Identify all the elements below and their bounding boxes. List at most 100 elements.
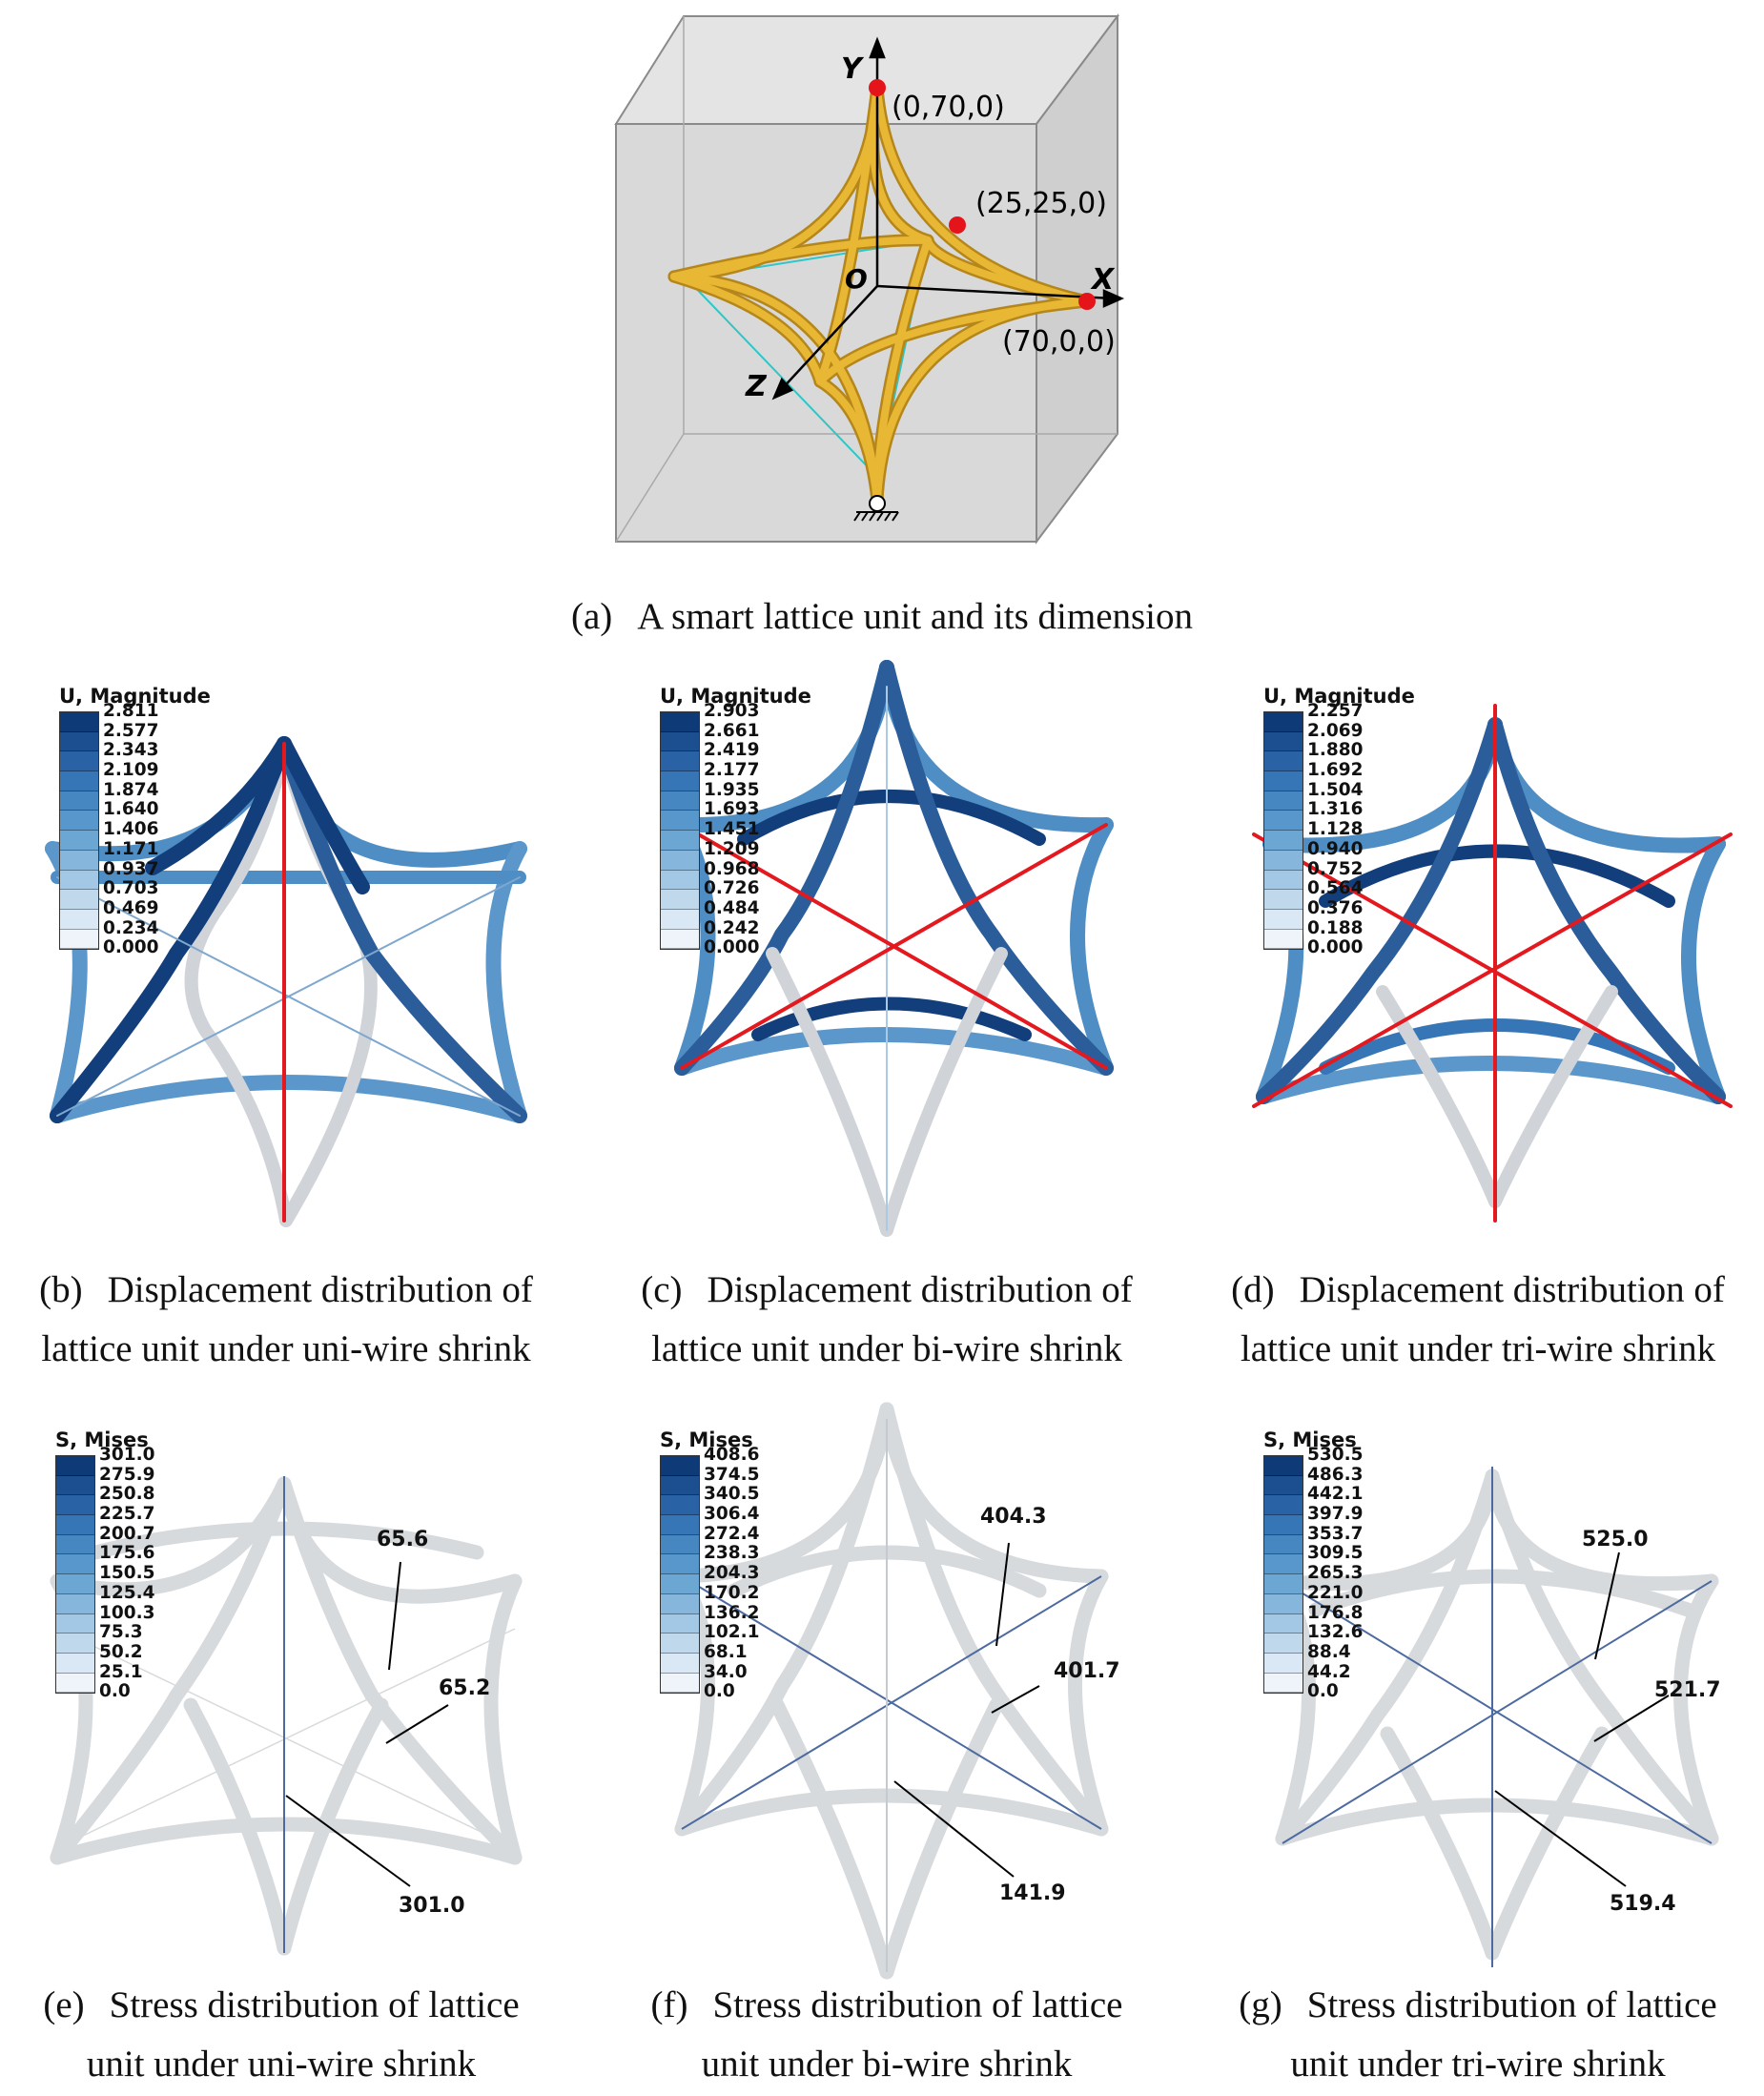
lattice-stress-e [50,1476,523,1956]
callout-401-7: 401.7 [1054,1659,1120,1683]
legend-value: 221.0 [1307,1582,1364,1603]
legend-value: 309.5 [1307,1543,1364,1564]
legend-value: 238.3 [704,1543,760,1564]
caption-b-line1: Displacement distribution of [107,1269,533,1310]
legend-value: 2.177 [704,760,760,781]
legend-value: 265.3 [1307,1563,1364,1584]
legend-value: 0.000 [1307,937,1364,958]
legend-value: 0.469 [103,897,159,918]
legend-value: 408.6 [704,1445,760,1465]
legend-value: 100.3 [99,1602,155,1623]
callout-521-7: 521.7 [1654,1678,1721,1702]
callout-525-0: 525.0 [1582,1528,1649,1551]
caption-b-line2: lattice unit under uni-wire shrink [41,1328,531,1369]
legend-value: 530.5 [1307,1445,1364,1465]
legend-value: 340.5 [704,1484,760,1505]
legend-value: 34.0 [704,1661,748,1682]
color-scale [55,1455,95,1695]
legend-value: 2.577 [103,720,159,741]
legend-value: 175.6 [99,1543,155,1564]
legend-value: 204.3 [704,1563,760,1584]
axis-label-y: Y [841,52,865,86]
legend-value: 25.1 [99,1661,143,1682]
legend-value: 353.7 [1307,1523,1364,1544]
legend-value: 150.5 [99,1563,155,1584]
legend-value: 1.504 [1307,779,1364,800]
panel-a: Y X Z O (0,70,0) (25,25,0) (70,0,0) (a)A… [0,0,1764,648]
legend-value: 2.661 [704,720,760,741]
caption-c-line2: lattice unit under bi-wire shrink [651,1328,1122,1369]
legend-value: 88.4 [1307,1641,1351,1662]
caption-e-line1: Stress distribution of lattice [109,1984,520,2025]
caption-a: (a)A smart lattice unit and its dimensio… [0,587,1764,647]
origin-label: O [845,263,868,295]
lattice-displacement-b [45,736,527,1227]
legend-value: 275.9 [99,1464,155,1485]
legend-value: 374.5 [704,1464,760,1485]
legend-value: 2.109 [103,760,159,781]
callout-404-3: 404.3 [980,1505,1047,1529]
caption-f: (f)Stress distribution of lattice unit u… [591,1976,1182,2094]
legend-title: S, Mises [1263,1428,1357,1451]
callout-519-4: 519.4 [1610,1892,1676,1916]
caption-g-line1: Stress distribution of lattice [1306,1984,1717,2025]
legend-value: 102.1 [704,1622,760,1643]
legend-value: 136.2 [704,1602,760,1623]
legend-value: 75.3 [99,1622,143,1643]
callout-141-9: 141.9 [999,1881,1066,1905]
legend-title: S, Mises [55,1428,149,1451]
point-25-25-0-marker [949,216,966,234]
legend-value: 2.343 [103,740,159,761]
legend-value: 2.069 [1307,720,1364,741]
caption-g-label: (g) [1239,1984,1282,2025]
legend-title: S, Mises [660,1428,753,1451]
legend-value: 0.564 [1307,878,1364,899]
caption-d-line1: Displacement distribution of [1299,1269,1725,1310]
legend-value: 0.726 [704,878,760,899]
caption-a-text: A smart lattice unit and its dimension [637,596,1194,637]
callout-65-6: 65.6 [377,1528,429,1551]
caption-e: (e)Stress distribution of lattice unit u… [0,1976,563,2094]
caption-c: (c)Displacement distribution of lattice … [591,1261,1182,1379]
legend-value: 397.9 [1307,1504,1364,1525]
legend-value: 306.4 [704,1504,760,1525]
legend-value: 0.484 [704,897,760,918]
legend-value: 176.8 [1307,1602,1364,1623]
axis-label-x: X [1090,263,1116,297]
lattice-struts [667,81,1094,507]
legend-value: 0.188 [1307,917,1364,938]
legend-value: 2.419 [704,740,760,761]
legend-value: 1.935 [704,779,760,800]
legend-value: 1.880 [1307,740,1364,761]
point-70-0-0-marker [1078,293,1096,310]
legend-title: U, Magnitude [660,685,811,708]
legend-value: 0.0 [99,1681,131,1702]
caption-f-line1: Stress distribution of lattice [712,1984,1123,2025]
legend-title: U, Magnitude [1263,685,1415,708]
legend-value: 486.3 [1307,1464,1364,1485]
caption-e-label: (e) [43,1984,85,2025]
axis-label-z: Z [745,370,768,403]
legend-value: 1.171 [103,838,159,859]
legend-value: 0.0 [1307,1681,1339,1702]
legend-value: 0.242 [704,917,760,938]
color-scale [1263,711,1303,951]
legend-value: 0.000 [704,937,760,958]
legend-value: 1.316 [1307,799,1364,820]
legend-value: 0.703 [103,878,159,899]
legend-value: 170.2 [704,1582,760,1603]
legend-value: 301.0 [99,1445,155,1465]
legend-value: 68.1 [704,1641,748,1662]
legend-value: 0.376 [1307,897,1364,918]
legend-value: 0.968 [704,858,760,879]
legend-value: 0.000 [103,937,159,958]
caption-g-line2: unit under tri-wire shrink [1290,2044,1666,2085]
color-scale [660,711,700,951]
